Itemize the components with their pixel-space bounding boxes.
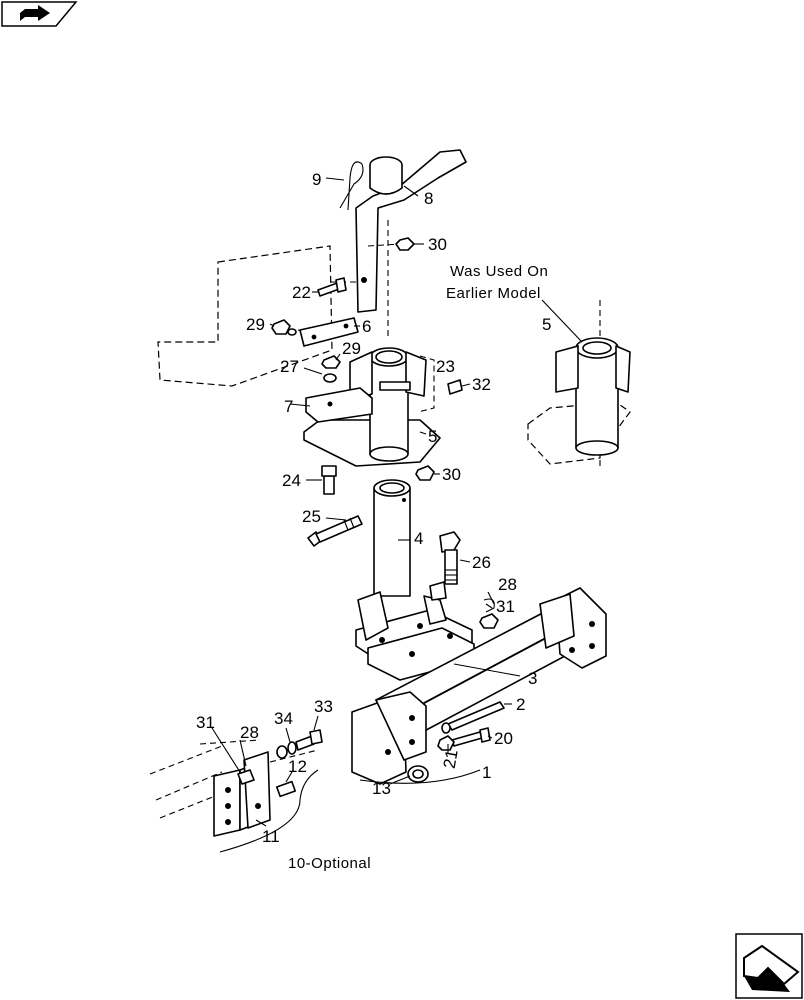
bolt [439,531,461,585]
bracket-bolt [317,277,347,297]
callout-24: 24 [282,471,301,490]
beam-bolt-short [451,727,491,747]
forward-nav-button[interactable] [1,1,78,27]
callout-11: 11 [262,827,280,846]
previous-page-arrow-icon [743,944,800,992]
optional-bolt [295,729,323,751]
hex-nut [415,465,435,481]
callout-32: 32 [472,375,491,394]
callout-30: 30 [442,465,461,484]
callout-8: 8 [424,189,433,208]
hex-nut [271,319,291,335]
callout-4: 4 [414,529,423,548]
upper-bracket [355,149,467,313]
optional-brace [219,769,319,853]
callout-6: 6 [362,317,371,336]
beam-end-plate-right [539,587,607,669]
callout-1: 1 [482,763,491,782]
optional-frame-lines [149,739,319,819]
callout-2: 2 [516,695,525,714]
callout-29: 29 [342,339,361,358]
mounting-plate [303,347,441,467]
long-bolt [307,515,363,547]
hex-nut [395,237,415,251]
callout-28: 28 [240,723,259,742]
callout-33: 33 [314,697,333,716]
callout-21: 21 [440,748,462,770]
vertical-post [373,479,411,597]
callout-31: 31 [496,597,515,616]
strap-plate [299,317,359,347]
callout-28: 28 [498,575,517,594]
callout-9: 9 [312,170,321,189]
clip-pin [483,598,495,613]
callout-22: 22 [292,283,311,302]
callout-7: 7 [284,397,293,416]
hex-nut [437,735,455,751]
earlier-model-note-line2: Earlier Model [446,285,541,302]
callout-30: 30 [428,235,447,254]
previous-page-button[interactable] [735,933,803,999]
earlier-model-note-line1: Was Used On [450,263,548,280]
callout-3: 3 [528,669,537,688]
washer [276,741,297,759]
callout-12: 12 [288,757,307,776]
hair-pin [339,161,364,211]
lock-washer [287,328,337,383]
callout-5-earlier: 5 [542,315,551,334]
hex-nut [321,355,341,369]
short-bolt [321,465,337,495]
beam-bolt [441,701,505,734]
leader-lines [211,177,583,827]
assembly-brace [359,769,481,784]
callout-27: 27 [280,357,299,376]
bushing [407,765,429,783]
implement-frame-outline [157,245,333,387]
callout-5: 5 [428,427,437,446]
callout-34: 34 [274,709,293,728]
grease-fitting [447,379,463,395]
callout-23: 23 [436,357,455,376]
optional-pin [275,780,297,798]
callout-13: 13 [372,779,391,798]
callout-29: 29 [246,315,265,334]
callout-31: 31 [196,713,215,732]
optional-note: 10-Optional [288,855,371,872]
hex-nut [479,613,499,629]
earlier-model-bracket [527,337,631,465]
callout-25: 25 [302,507,321,526]
forward-arrow-icon [20,5,50,21]
optional-bracket [213,751,271,837]
nut-line [367,243,401,247]
side-bracket-plate [305,387,373,423]
callout-26: 26 [472,553,491,572]
callout-20: 20 [494,729,513,748]
beam-end-plate-left [351,691,427,785]
